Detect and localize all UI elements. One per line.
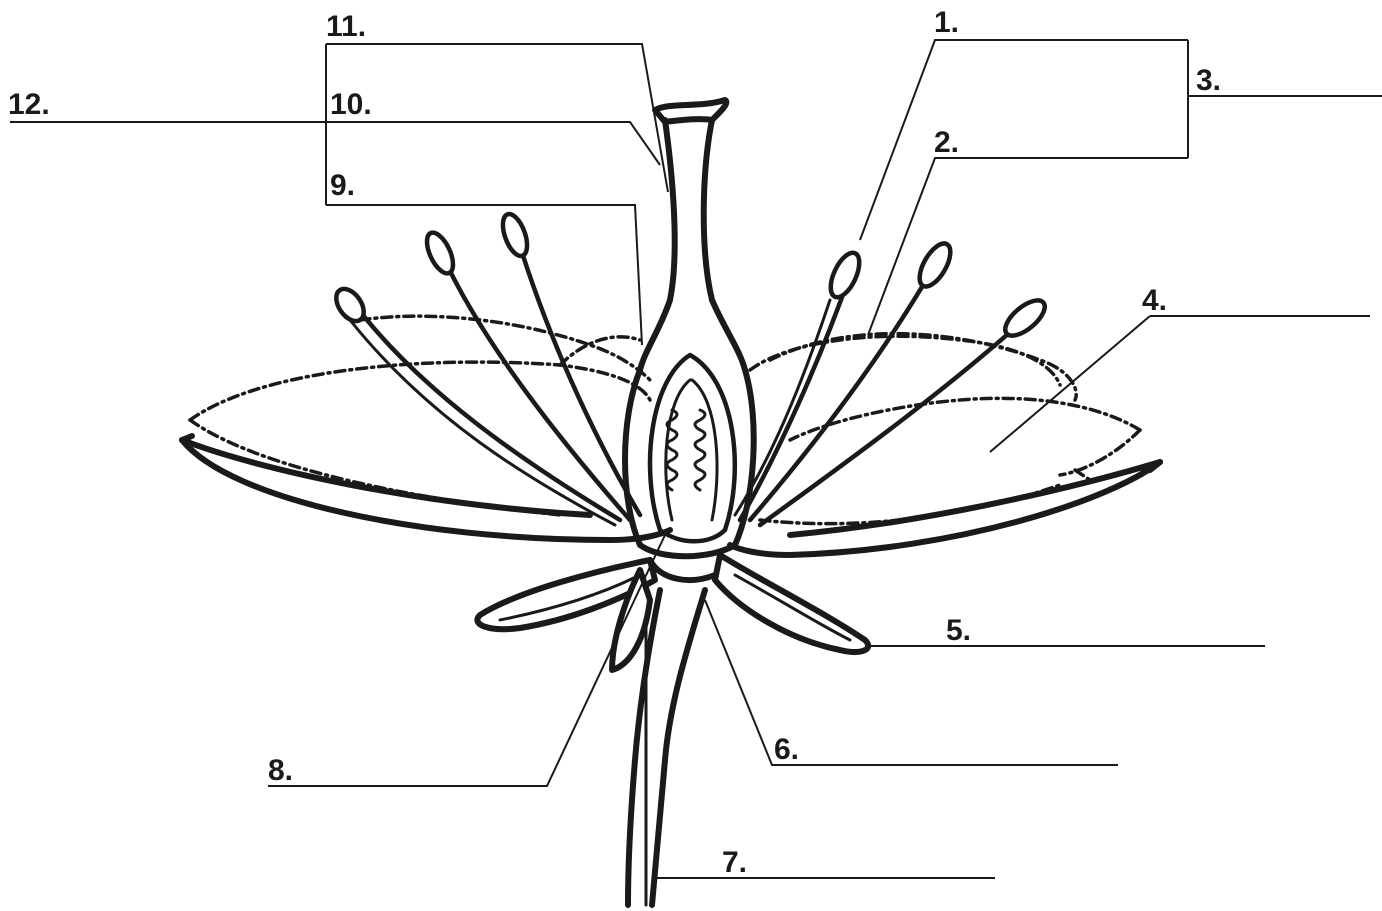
label-8: 8.	[268, 754, 293, 787]
ovules	[667, 410, 705, 490]
label-4: 4.	[1142, 284, 1167, 317]
petals-back-dotted	[190, 316, 1140, 524]
label-3: 3.	[1196, 64, 1221, 97]
stamens	[331, 211, 1051, 525]
flower-drawing	[182, 100, 1160, 905]
sepals	[477, 555, 868, 670]
label-1: 1.	[934, 6, 959, 39]
leader-lines	[10, 40, 1382, 878]
label-10: 10.	[330, 88, 372, 121]
label-2: 2.	[934, 126, 959, 159]
label-5: 5.	[946, 614, 971, 647]
label-12: 12.	[8, 88, 50, 121]
label-11: 11.	[326, 10, 366, 43]
label-9: 9.	[330, 169, 355, 202]
pistil	[625, 100, 754, 556]
label-7: 7.	[722, 846, 747, 879]
label-6: 6.	[774, 733, 799, 766]
